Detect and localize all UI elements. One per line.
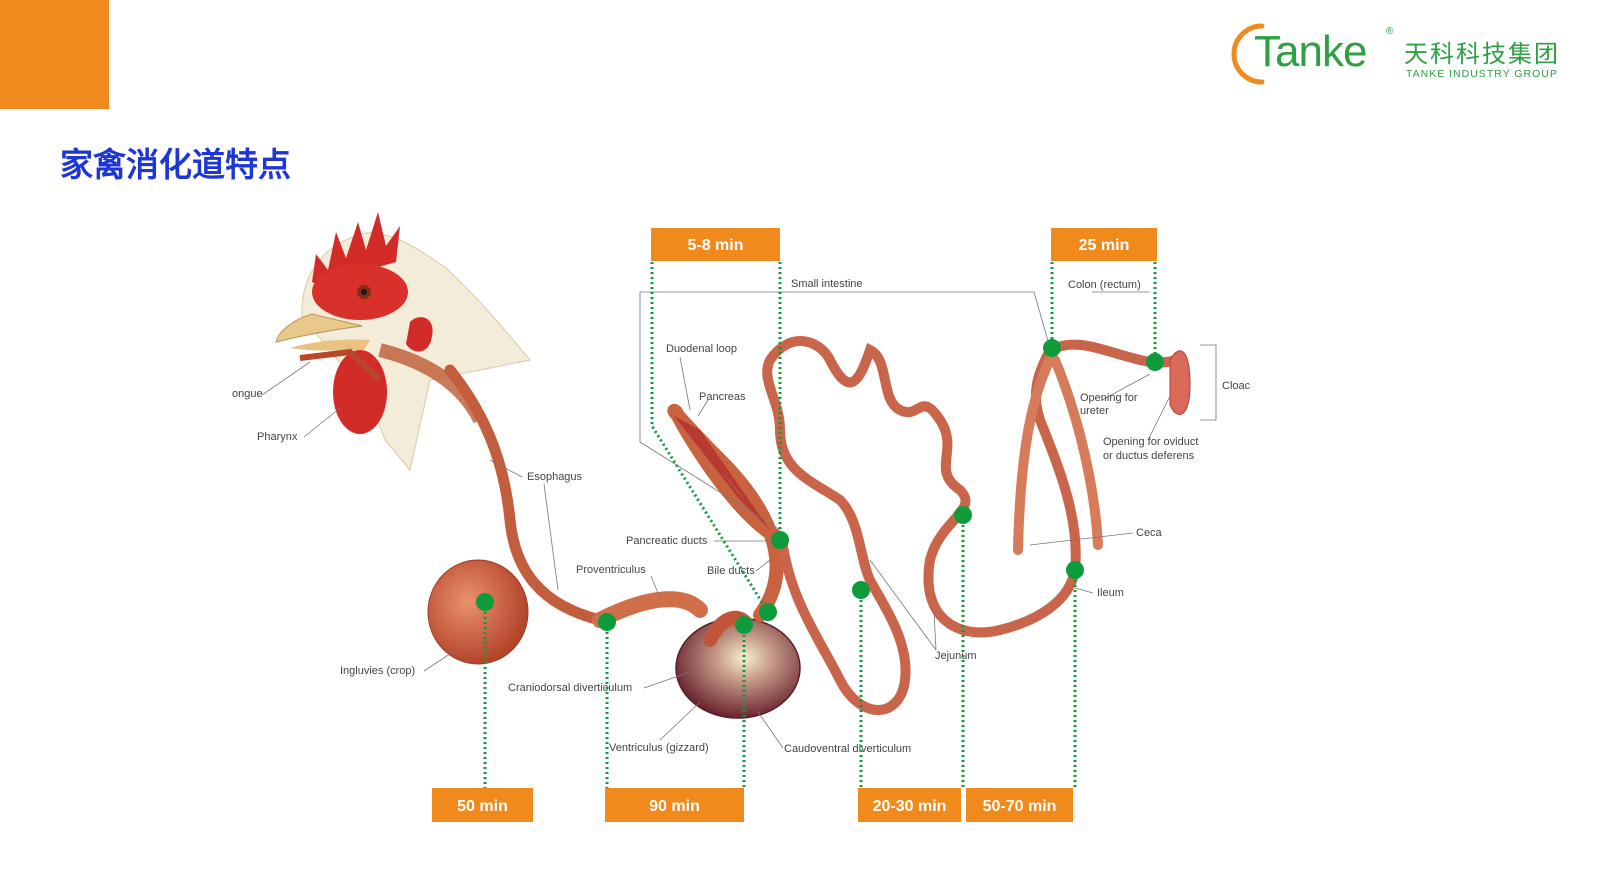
- marker-crop-dot: [476, 593, 494, 611]
- label-proventriculus: Proventriculus: [576, 564, 646, 576]
- anatomy-labels: ongue Pharynx Esophagus Ingluvies (crop)…: [232, 278, 1251, 755]
- small-intestine-tube: [762, 336, 1081, 715]
- corner-accent-block: [0, 0, 109, 109]
- label-duodenal-loop: Duodenal loop: [666, 343, 737, 355]
- marker-duodenum-dot: [771, 531, 789, 549]
- crop-organ: [427, 559, 529, 665]
- time-ileum: 50-70 min: [983, 798, 1057, 815]
- label-cloaca: Cloac: [1222, 380, 1251, 392]
- label-pharynx: Pharynx: [257, 431, 298, 443]
- esophagus-tube: [444, 364, 606, 626]
- label-jejunum: Jejunum: [935, 650, 977, 662]
- marker-colon-end-dot: [1146, 353, 1164, 371]
- time-colon: 25 min: [1079, 237, 1130, 254]
- time-crop: 50 min: [457, 798, 508, 815]
- label-pancreas: Pancreas: [699, 391, 746, 403]
- label-opening-ureter-2: ureter: [1080, 405, 1109, 417]
- ceca-left: [1013, 355, 1055, 555]
- ceca-right: [1050, 355, 1103, 550]
- marker-jejunum-end-dot: [954, 506, 972, 524]
- time-box-colon: [1051, 228, 1157, 261]
- gizzard-organ: [675, 617, 801, 719]
- label-tongue: ongue: [232, 388, 263, 400]
- page-title: 家禽消化道特点: [60, 145, 291, 184]
- time-box-crop: [432, 788, 533, 822]
- leader-lines: [261, 291, 1171, 749]
- marker-colon-start-dot: [1043, 339, 1061, 357]
- label-ileum: Ileum: [1097, 587, 1124, 599]
- logo-english-name: TANKE INDUSTRY GROUP: [1406, 68, 1558, 80]
- duodenal-loop-illustration: [667, 403, 789, 622]
- label-opening-oviduct-2: or ductus deferens: [1103, 450, 1195, 462]
- transit-time-markers: [476, 262, 1164, 790]
- marker-gizzard-exit-dot: [759, 603, 777, 621]
- label-craniodorsal: Craniodorsal diverticulum: [508, 682, 632, 694]
- time-box-ileum: [966, 788, 1073, 822]
- label-bile-ducts: Bile ducts: [707, 565, 755, 577]
- label-caudoventral: Caudoventral diverticulum: [784, 743, 911, 755]
- company-logo: Tanke ® 天科科技集团 TANKE INDUSTRY GROUP: [1228, 20, 1588, 90]
- label-opening-oviduct-1: Opening for oviduct: [1103, 436, 1198, 448]
- time-proventriculus-gizzard: 90 min: [649, 798, 700, 815]
- time-box-gizzard: [605, 788, 744, 822]
- time-box-jejunum: [858, 788, 961, 822]
- logo-registered-mark: ®: [1386, 26, 1394, 37]
- label-ceca: Ceca: [1136, 527, 1163, 539]
- label-esophagus: Esophagus: [527, 471, 583, 483]
- marker-gizzard-dot: [735, 616, 753, 634]
- marker-ileum-dot: [1066, 561, 1084, 579]
- time-boxes: 50 min 90 min 5-8 min 20-30 min 50-70 mi…: [432, 228, 1157, 822]
- marker-jejunum-dot: [852, 581, 870, 599]
- label-pancreatic-ducts: Pancreatic ducts: [626, 535, 708, 547]
- label-ingluvies: Ingluvies (crop): [340, 665, 415, 677]
- proventriculus-organ: [592, 591, 708, 628]
- time-jejunum: 20-30 min: [873, 798, 947, 815]
- marker-proventriculus-dot: [598, 613, 616, 631]
- time-duodenum: 5-8 min: [687, 237, 743, 254]
- cloaca-organ: [1169, 350, 1191, 415]
- label-colon: Colon (rectum): [1068, 279, 1141, 291]
- logo-wordmark: Tanke: [1254, 27, 1367, 76]
- label-small-intestine: Small intestine: [791, 278, 863, 290]
- label-opening-ureter-1: Opening for: [1080, 392, 1138, 404]
- time-box-duodenum: [651, 228, 780, 261]
- logo-arc-icon: [1231, 23, 1265, 85]
- label-ventriculus: Ventriculus (gizzard): [609, 742, 709, 754]
- logo-chinese-name: 天科科技集团: [1404, 40, 1560, 68]
